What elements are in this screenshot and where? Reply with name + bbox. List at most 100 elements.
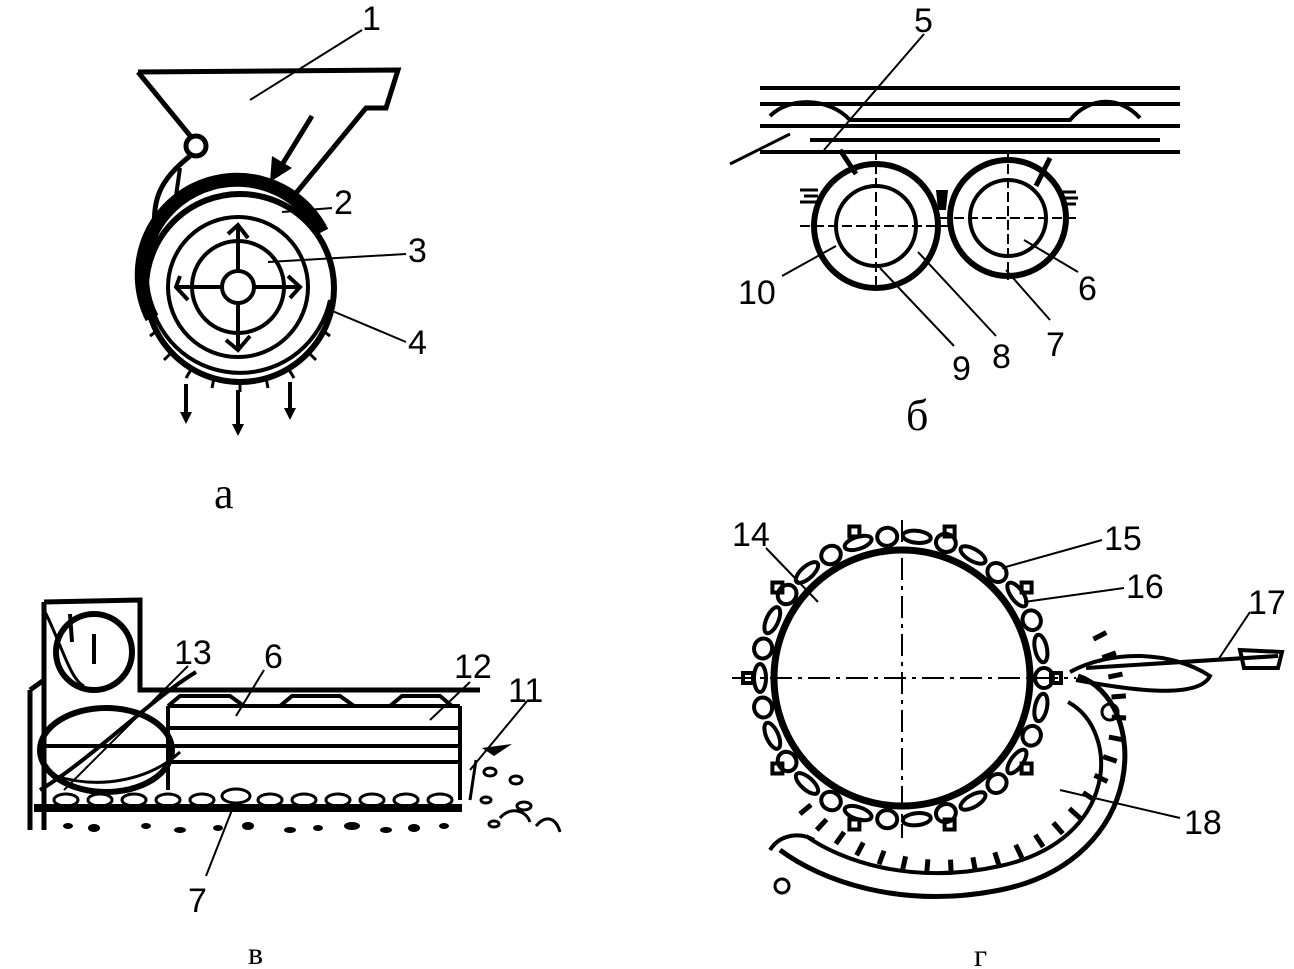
chain-link (900, 528, 933, 545)
upper-belt (42, 609, 85, 688)
chain-lug (847, 524, 862, 539)
center-support (936, 190, 948, 210)
caption-b: б (906, 391, 928, 440)
drive-belt-lower (55, 750, 182, 784)
right-spring (1062, 190, 1078, 206)
guide-hinge (773, 877, 791, 895)
panel-g: 14 15 16 17 18 г (732, 516, 1286, 969)
leaders-v (63, 665, 529, 877)
chain-link (1032, 691, 1050, 724)
upper-roller-marks (68, 613, 96, 664)
guide-tooth (1107, 671, 1124, 680)
flap-link (174, 167, 182, 197)
drive-drum (37, 705, 175, 795)
label-6-v: 6 (264, 638, 283, 676)
chain-link (1020, 608, 1043, 633)
sieve-holes (141, 298, 331, 392)
hopper-left-wall (136, 70, 194, 140)
label-2: 2 (334, 184, 353, 222)
right-scraper (1033, 156, 1053, 188)
guide-tooth (1013, 843, 1025, 859)
panel-v: 13 6 12 11 7 в (27, 597, 562, 969)
guide-end (768, 833, 815, 852)
label-5: 5 (914, 2, 933, 40)
hopper-outline (137, 67, 402, 200)
chain-lug (1019, 580, 1034, 595)
frame-top (43, 597, 480, 693)
chain-link (1032, 632, 1050, 665)
chain-link (819, 543, 843, 567)
caption-v: в (248, 935, 263, 969)
label-7-v: 7 (188, 882, 207, 920)
leaders-a (249, 29, 407, 343)
guide-tooth (1092, 630, 1108, 642)
chain-lug (1019, 761, 1034, 776)
tensioner-loop (1069, 653, 1213, 693)
flow-arrow-head (270, 156, 292, 182)
belt-tail (729, 132, 791, 166)
drum-ring (166, 215, 310, 359)
chain-link (762, 605, 783, 636)
guide-teeth (798, 630, 1127, 875)
label-1: 1 (362, 0, 381, 38)
label-11: 11 (508, 672, 543, 710)
sieve-inner (148, 299, 332, 375)
guide-tooth (1051, 821, 1065, 836)
left-spring (800, 188, 818, 204)
chain-link (793, 771, 821, 796)
chain-lug (770, 761, 785, 776)
tensioner-rod (1085, 654, 1279, 670)
upper-roller (53, 611, 135, 693)
chain-links (741, 524, 1063, 832)
chain-link (762, 720, 783, 751)
discharge-arrowheads (180, 408, 296, 436)
label-12: 12 (454, 648, 492, 686)
label-8: 8 (992, 338, 1011, 376)
frame-edge (27, 677, 46, 830)
guide-tooth (924, 859, 931, 874)
guide-tooth (900, 855, 909, 871)
sieve-cells (52, 787, 454, 808)
chain-link (775, 749, 799, 774)
guide-tooth (798, 802, 813, 816)
label-13: 13 (174, 634, 212, 672)
label-6-b: 6 (1078, 270, 1097, 308)
label-7-b: 7 (1046, 326, 1065, 364)
drum-casing (134, 172, 329, 322)
guide-arc-inner (804, 700, 1104, 876)
chain-link (958, 790, 988, 812)
rotor-blades (173, 222, 303, 353)
tensioner-nut (1237, 647, 1285, 670)
guide-tooth (992, 851, 1002, 867)
chain-link (793, 560, 821, 585)
guide-tooth (854, 841, 866, 857)
belt-lines (760, 86, 1180, 154)
right-roller-outer (947, 157, 1069, 279)
chain-link (933, 531, 958, 555)
chain-lug (847, 817, 862, 832)
leaders-g (765, 539, 1251, 819)
guide-pivot (1100, 702, 1120, 722)
falling-particles (63, 822, 449, 833)
chain-lug (942, 524, 957, 539)
leaders-b (781, 33, 1079, 347)
chain-link (958, 544, 988, 566)
flow-arrow-shaft (277, 114, 315, 170)
chain-link (775, 582, 799, 607)
chain-link (875, 808, 900, 831)
guide-tooth (814, 817, 829, 832)
label-9: 9 (952, 350, 971, 388)
chain-link (875, 525, 900, 548)
chain-link (985, 561, 1009, 584)
label-10: 10 (738, 274, 776, 312)
guide-tooth (1102, 754, 1118, 764)
label-14: 14 (732, 516, 770, 554)
right-roller-inner (968, 178, 1048, 258)
caption-a: а (214, 469, 234, 518)
roller-centerlines (800, 150, 1080, 290)
chain-lug (942, 817, 957, 832)
guide-tooth (970, 856, 978, 872)
label-3: 3 (408, 232, 427, 270)
drum-outer (143, 191, 337, 385)
